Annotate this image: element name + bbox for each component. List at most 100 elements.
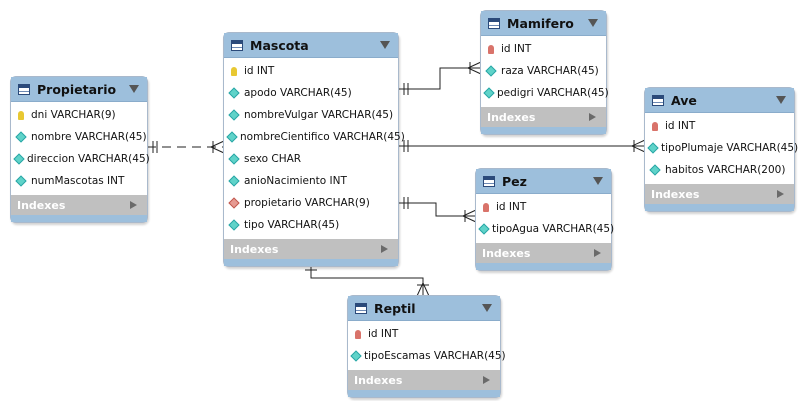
- expand-arrow-icon[interactable]: [381, 245, 388, 253]
- column-row[interactable]: id INT: [224, 60, 398, 82]
- column-row[interactable]: numMascotas INT: [11, 170, 147, 192]
- column-row[interactable]: habitos VARCHAR(200): [645, 159, 794, 181]
- column-icon: [228, 219, 240, 231]
- indexes-section[interactable]: Indexes: [348, 370, 500, 390]
- column-icon: [350, 350, 362, 362]
- expand-arrow-icon[interactable]: [483, 376, 490, 384]
- table-propietario[interactable]: Propietario dni VARCHAR(9) nombre VARCHA…: [10, 76, 150, 223]
- table-title: Mascota: [250, 37, 309, 53]
- indexes-section[interactable]: Indexes: [645, 184, 794, 204]
- column-row[interactable]: tipoEscamas VARCHAR(45): [348, 345, 506, 367]
- indexes-label: Indexes: [487, 110, 536, 124]
- column-label: pedigri VARCHAR(45): [497, 87, 609, 99]
- table-mascota[interactable]: Mascota id INT apodo VARCHAR(45) nombreV…: [223, 32, 405, 267]
- table-pez[interactable]: Pez id INT tipoAgua VARCHAR(45) Indexes: [475, 168, 615, 271]
- table-title: Mamifero: [507, 15, 574, 31]
- column-label: nombreCientifico VARCHAR(45): [240, 131, 405, 143]
- relationship-mascota-pez: [398, 197, 477, 223]
- table-icon: [488, 17, 500, 29]
- column-icon: [228, 87, 240, 99]
- relationship-mascota-ave: [398, 139, 646, 153]
- column-row[interactable]: tipoPlumaje VARCHAR(45): [645, 137, 798, 159]
- column-row[interactable]: pedigri VARCHAR(45): [481, 82, 609, 104]
- primary-key-icon: [18, 110, 24, 120]
- column-row[interactable]: sexo CHAR: [224, 148, 398, 170]
- collapse-arrow-icon[interactable]: [776, 96, 786, 104]
- column-label: id INT: [501, 43, 532, 55]
- table-title: Pez: [502, 173, 527, 189]
- table-header[interactable]: Mascota: [224, 33, 398, 58]
- table-icon: [483, 175, 495, 187]
- column-row[interactable]: anioNacimiento INT: [224, 170, 398, 192]
- collapse-arrow-icon[interactable]: [588, 19, 598, 27]
- column-label: apodo VARCHAR(45): [244, 87, 352, 99]
- expand-arrow-icon[interactable]: [589, 113, 596, 121]
- column-row[interactable]: nombre VARCHAR(45): [11, 126, 147, 148]
- table-icon: [18, 83, 30, 95]
- expand-arrow-icon[interactable]: [594, 249, 601, 257]
- table-header[interactable]: Pez: [476, 169, 611, 194]
- column-row[interactable]: apodo VARCHAR(45): [224, 82, 398, 104]
- table-title: Ave: [671, 92, 697, 108]
- indexes-label: Indexes: [482, 246, 531, 260]
- expand-arrow-icon[interactable]: [777, 190, 784, 198]
- table-header[interactable]: Ave: [645, 88, 794, 113]
- column-label: tipoAgua VARCHAR(45): [492, 223, 615, 235]
- column-label: propietario VARCHAR(9): [244, 197, 370, 209]
- column-row[interactable]: raza VARCHAR(45): [481, 60, 606, 82]
- column-row[interactable]: nombreVulgar VARCHAR(45): [224, 104, 398, 126]
- indexes-section[interactable]: Indexes: [481, 107, 606, 127]
- column-label: id INT: [496, 201, 527, 213]
- column-icon: [478, 223, 490, 235]
- indexes-section[interactable]: Indexes: [476, 243, 611, 263]
- table-reptil[interactable]: Reptil id INT tipoEscamas VARCHAR(45) In…: [347, 295, 506, 398]
- collapse-arrow-icon[interactable]: [129, 85, 139, 93]
- column-label: direccion VARCHAR(45): [27, 153, 150, 165]
- column-label: tipoPlumaje VARCHAR(45): [661, 142, 799, 154]
- table-title: Reptil: [374, 300, 416, 316]
- table-header[interactable]: Propietario: [11, 77, 147, 102]
- expand-arrow-icon[interactable]: [130, 201, 137, 209]
- column-row[interactable]: direccion VARCHAR(45): [11, 148, 150, 170]
- column-icon: [15, 131, 27, 143]
- column-row[interactable]: id INT: [476, 196, 611, 218]
- collapse-arrow-icon[interactable]: [593, 177, 603, 185]
- indexes-section[interactable]: Indexes: [11, 195, 147, 215]
- column-icon: [13, 153, 25, 165]
- column-icon: [15, 175, 27, 187]
- collapse-arrow-icon[interactable]: [482, 304, 492, 312]
- column-row[interactable]: tipoAgua VARCHAR(45): [476, 218, 615, 240]
- table-header[interactable]: Reptil: [348, 296, 500, 321]
- column-row[interactable]: tipo VARCHAR(45): [224, 214, 398, 236]
- column-label: id INT: [244, 65, 275, 77]
- column-icon: [647, 142, 659, 154]
- relationship-mascota-mamifero: [398, 61, 482, 95]
- column-row[interactable]: nombreCientifico VARCHAR(45): [224, 126, 405, 148]
- collapse-arrow-icon[interactable]: [380, 41, 390, 49]
- column-icon: [649, 164, 661, 176]
- column-row[interactable]: dni VARCHAR(9): [11, 104, 147, 126]
- column-icon: [485, 65, 497, 77]
- table-ave[interactable]: Ave id INT tipoPlumaje VARCHAR(45) habit…: [644, 87, 798, 212]
- table-mamifero[interactable]: Mamifero id INT raza VARCHAR(45) pedigri…: [480, 10, 609, 135]
- column-label: tipo VARCHAR(45): [244, 219, 340, 231]
- foreign-key-icon: [228, 197, 240, 209]
- column-row[interactable]: id INT: [481, 38, 606, 60]
- column-row[interactable]: id INT: [645, 115, 794, 137]
- column-row[interactable]: id INT: [348, 323, 500, 345]
- column-label: id INT: [368, 328, 399, 340]
- indexes-label: Indexes: [354, 373, 403, 387]
- table-icon: [355, 302, 367, 314]
- relationship-propietario-mascota: [147, 140, 225, 154]
- primary-foreign-key-icon: [488, 44, 494, 54]
- column-icon: [228, 175, 240, 187]
- table-icon: [652, 94, 664, 106]
- column-row[interactable]: propietario VARCHAR(9): [224, 192, 398, 214]
- column-label: id INT: [665, 120, 696, 132]
- indexes-section[interactable]: Indexes: [224, 239, 398, 259]
- table-icon: [231, 39, 243, 51]
- table-header[interactable]: Mamifero: [481, 11, 606, 36]
- primary-foreign-key-icon: [355, 329, 361, 339]
